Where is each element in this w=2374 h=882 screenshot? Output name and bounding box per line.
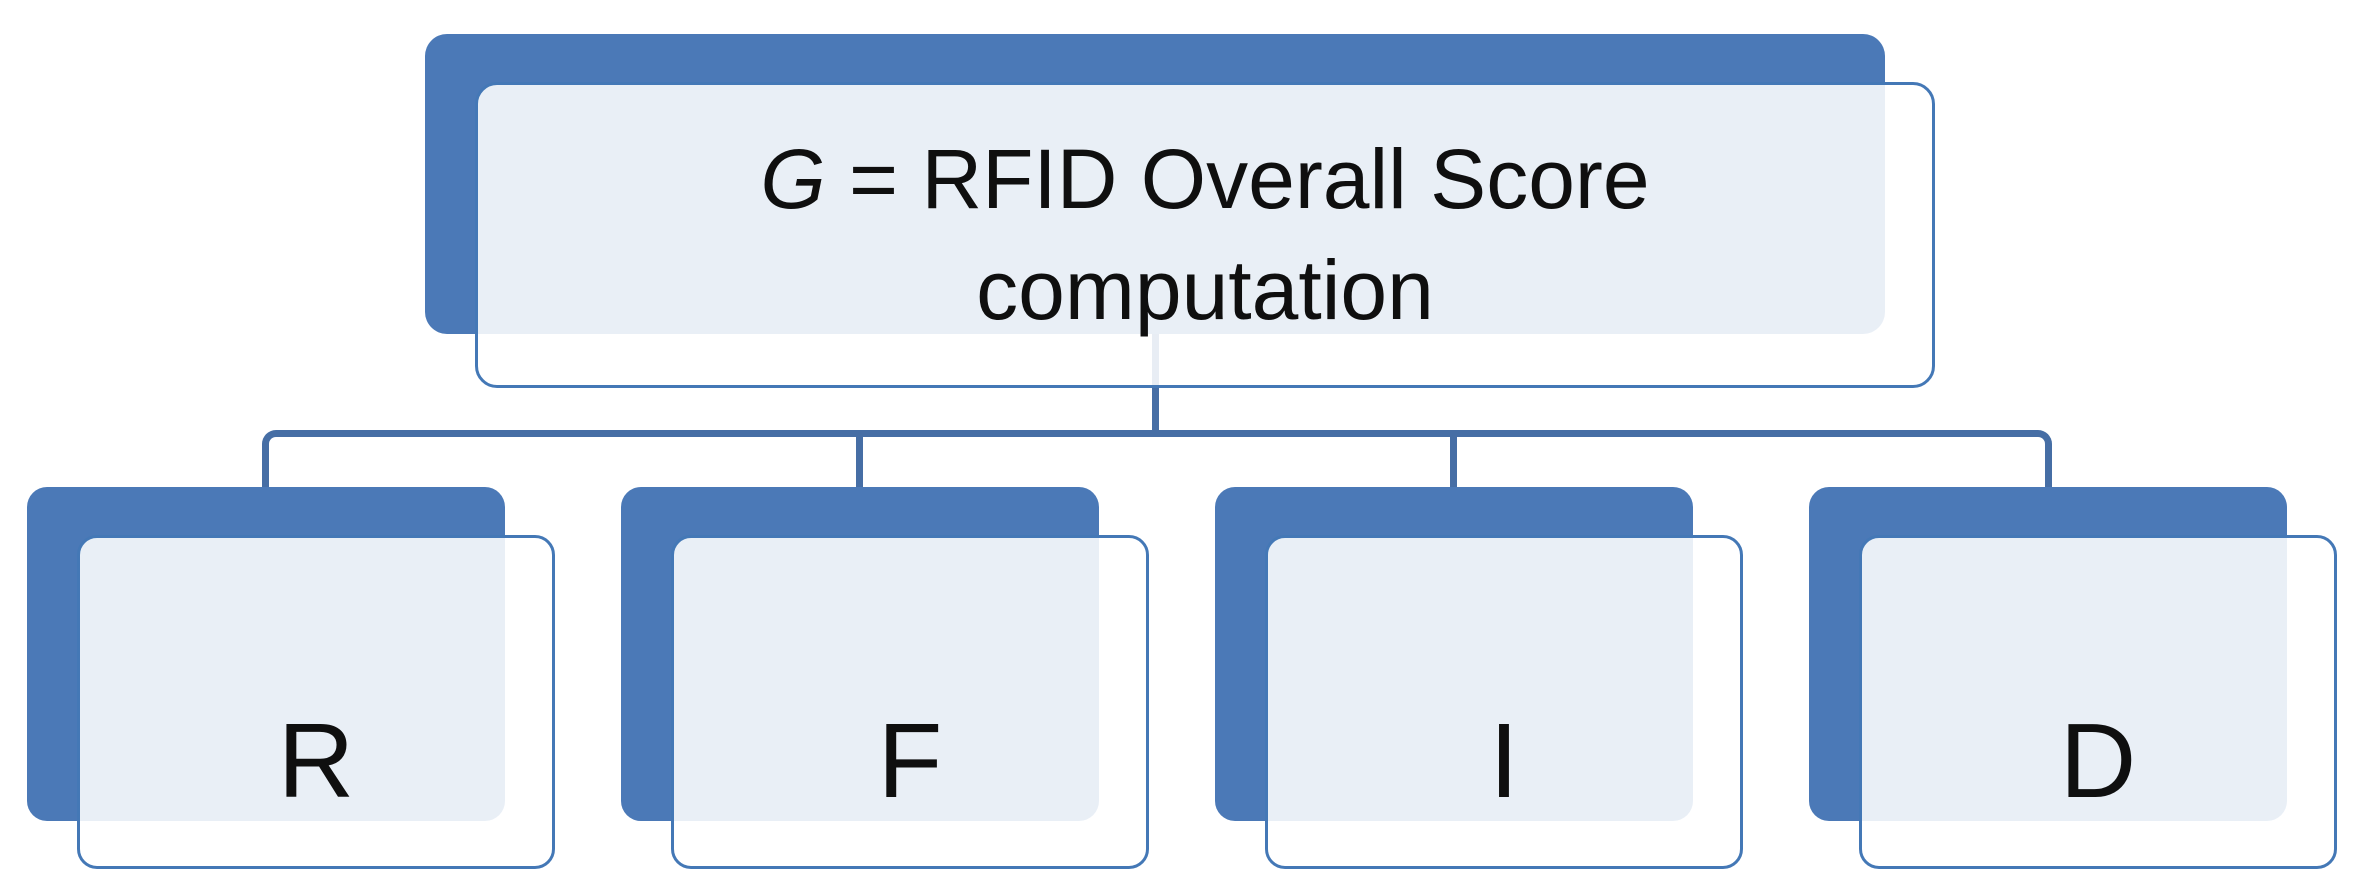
root-node-title: G = RFID Overall Score computation: [760, 124, 1649, 346]
child-node-f: F: [671, 535, 1149, 869]
root-title-variable: G: [760, 132, 826, 227]
connector-horizontal-bar: [262, 430, 2052, 490]
child-node-i-label: I: [1489, 702, 1519, 821]
root-title-text: = RFID Overall Score: [825, 132, 1650, 227]
child-node-f-label: F: [877, 702, 943, 821]
child-node-d: D: [1859, 535, 2337, 869]
root-node: G = RFID Overall Score computation: [475, 82, 1935, 388]
connector-stub-i: [1450, 430, 1457, 490]
connector-stub-f: [856, 430, 863, 490]
child-node-r-label: R: [277, 702, 355, 821]
child-node-i: I: [1265, 535, 1743, 869]
child-node-d-label: D: [2059, 702, 2137, 821]
root-title-line2: computation: [976, 243, 1434, 337]
child-node-r: R: [77, 535, 555, 869]
